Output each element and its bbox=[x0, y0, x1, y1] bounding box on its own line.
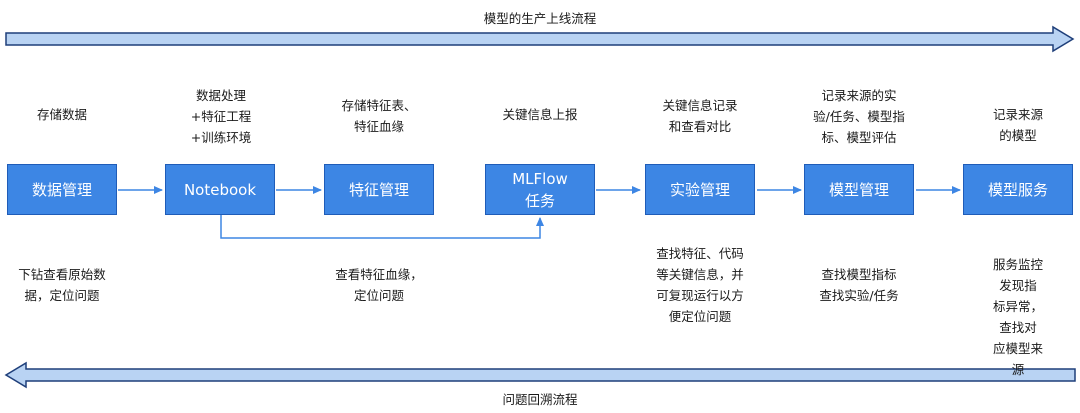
data-management-above-note: 存储数据 bbox=[36, 107, 88, 122]
experiment-management-below-note: 查找特征、代码 等关键信息，并 可复现运行以方 便定位问题 bbox=[656, 246, 744, 324]
notebook-above-note: 数据处理 +特征工程 +训练环境 bbox=[190, 88, 252, 145]
notebook-box[interactable]: Notebook bbox=[165, 164, 275, 215]
data-management-below-note: 下钻查看原始数 据，定位问题 bbox=[18, 267, 106, 303]
mlflow-task-box[interactable]: MLFlow 任务 bbox=[485, 164, 595, 215]
model-service-above-note: 记录来源的模型 bbox=[992, 107, 1043, 143]
model-management-above-note: 记录来源的实 验/任务、模型指 标、模型评估 bbox=[813, 88, 905, 145]
data-management-box[interactable]: 数据管理 bbox=[7, 164, 117, 215]
top-process-arrow bbox=[5, 25, 1075, 53]
feature-management-below-note: 查看特征血缘， 定位问题 bbox=[335, 267, 423, 303]
arrow-notebook-to-mlflow bbox=[220, 215, 544, 239]
model-management-box[interactable]: 模型管理 bbox=[804, 164, 914, 215]
mlflow-task-above-note: 关键信息上报 bbox=[502, 107, 578, 122]
feature-management-above-note: 存储特征表、 特征血缘 bbox=[341, 98, 417, 134]
model-service-below-note: 服务监控发现指 标异常，查找对 应模型来源 bbox=[992, 257, 1043, 377]
bottom-backtrace-arrow bbox=[4, 361, 1076, 389]
model-management-below-note: 查找模型指标 查找实验/任务 bbox=[819, 267, 899, 303]
bottom-flow-label: 问题回溯流程 bbox=[502, 392, 578, 407]
top-flow-label: 模型的生产上线流程 bbox=[483, 11, 597, 26]
experiment-management-above-note: 关键信息记录 和查看对比 bbox=[662, 98, 738, 134]
model-service-box[interactable]: 模型服务 bbox=[963, 164, 1073, 215]
experiment-management-box[interactable]: 实验管理 bbox=[645, 164, 755, 215]
feature-management-box[interactable]: 特征管理 bbox=[324, 164, 434, 215]
